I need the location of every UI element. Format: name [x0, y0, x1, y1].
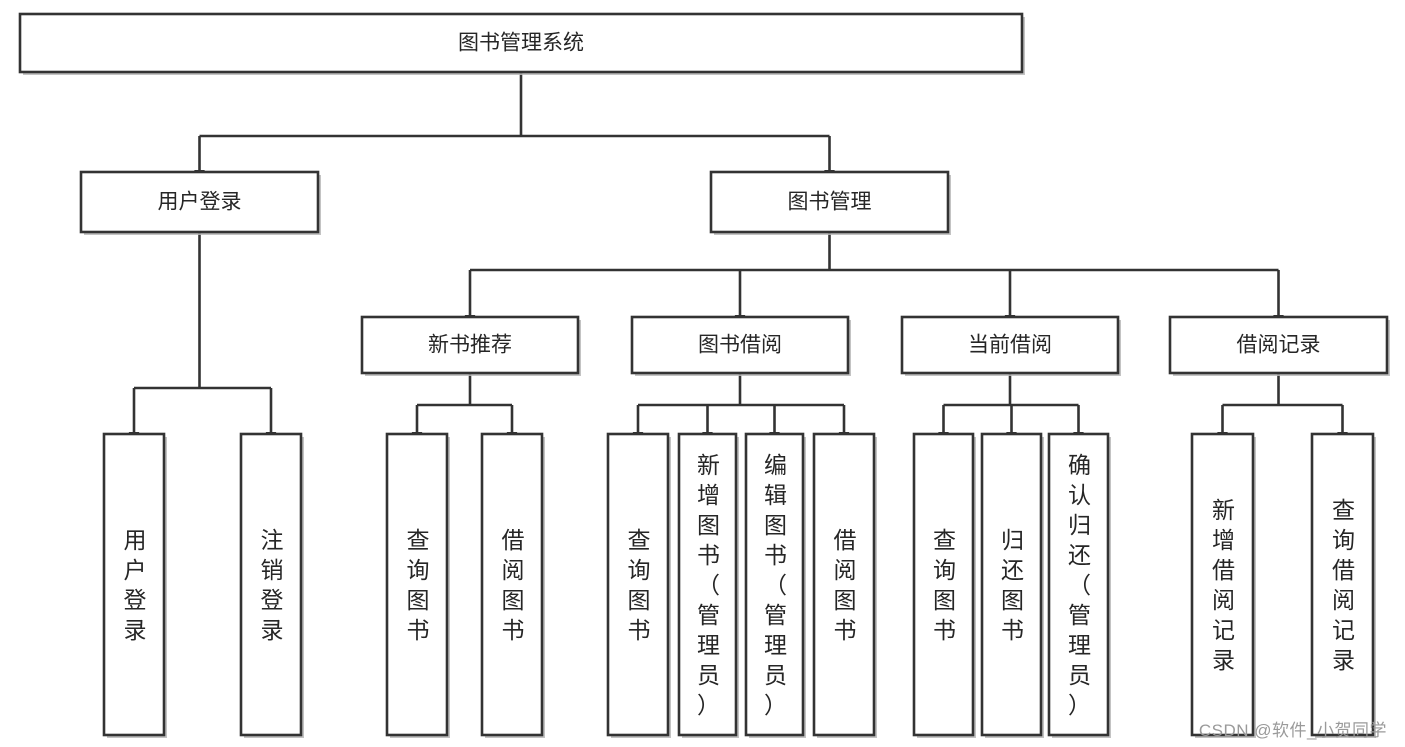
node-leaf_login_1[interactable]: 注销登录	[239, 432, 304, 738]
node-label: 查询图书	[407, 527, 430, 643]
node-box[interactable]	[1190, 432, 1255, 737]
node-box[interactable]	[812, 432, 876, 737]
connector-group-l2_0	[134, 232, 271, 433]
node-box[interactable]	[744, 432, 805, 737]
connector-group-root	[200, 72, 830, 171]
connector-group-l3_0	[417, 373, 512, 433]
node-box[interactable]	[79, 170, 320, 234]
node-box[interactable]	[677, 432, 738, 737]
node-l3_0[interactable]: 新书推荐	[360, 315, 581, 376]
node-label: 新增图书（管理员）	[697, 452, 720, 718]
node-leaf_current_2[interactable]: 确认归还（管理员）	[1047, 432, 1111, 738]
node-box[interactable]	[1047, 432, 1110, 737]
node-l3_3[interactable]: 借阅记录	[1168, 315, 1390, 376]
node-label: 用户登录	[158, 191, 242, 214]
node-leaf_borrow_0[interactable]: 查询图书	[606, 432, 671, 738]
node-leaf_current_0[interactable]: 查询图书	[912, 432, 976, 738]
node-box[interactable]	[480, 432, 544, 737]
connector-group-l3_3	[1223, 373, 1343, 433]
node-label: 编辑图书（管理员）	[764, 452, 787, 718]
node-leaf_new_1[interactable]: 借阅图书	[480, 432, 545, 738]
node-label: 新书推荐	[428, 334, 512, 357]
node-label: 图书管理系统	[458, 32, 584, 55]
node-layer: 图书管理系统用户登录图书管理新书推荐图书借阅当前借阅借阅记录用户登录注销登录查询…	[18, 12, 1390, 738]
node-leaf_record_0[interactable]: 新增借阅记录	[1190, 432, 1256, 738]
node-label: 归还图书	[1001, 527, 1024, 643]
node-box[interactable]	[1168, 315, 1389, 375]
node-box[interactable]	[709, 170, 950, 234]
node-root[interactable]: 图书管理系统	[18, 12, 1025, 75]
node-label: 图书借阅	[698, 334, 782, 357]
node-l3_1[interactable]: 图书借阅	[630, 315, 851, 376]
node-label: 确认归还（管理员）	[1068, 452, 1091, 718]
node-leaf_borrow_1[interactable]: 新增图书（管理员）	[677, 432, 739, 738]
node-label: 借阅图书	[502, 527, 525, 643]
connector-layer	[134, 72, 1343, 433]
node-label: 图书管理	[788, 191, 872, 214]
node-leaf_current_1[interactable]: 归还图书	[980, 432, 1044, 738]
node-box[interactable]	[385, 432, 449, 737]
connector-group-l3_2	[944, 373, 1079, 433]
node-box[interactable]	[912, 432, 975, 737]
node-l3_2[interactable]: 当前借阅	[900, 315, 1121, 376]
node-box[interactable]	[102, 432, 166, 737]
node-label: 查询图书	[933, 527, 956, 643]
node-leaf_record_1[interactable]: 查询借阅记录	[1310, 432, 1376, 738]
connector-group-l2_1	[470, 232, 1279, 316]
connector-group-l3_1	[638, 373, 844, 433]
node-label: 新增借阅记录	[1212, 497, 1235, 673]
node-label: 查询图书	[628, 527, 651, 643]
node-label: 查询借阅记录	[1332, 497, 1355, 673]
csdn-watermark: CSDN @软件_小贺同学	[1198, 721, 1387, 740]
node-box[interactable]	[1310, 432, 1375, 737]
node-label: 借阅图书	[834, 527, 857, 643]
node-leaf_borrow_2[interactable]: 编辑图书（管理员）	[744, 432, 806, 738]
node-box[interactable]	[360, 315, 580, 375]
node-box[interactable]	[980, 432, 1043, 737]
node-label: 当前借阅	[968, 334, 1052, 357]
node-box[interactable]	[606, 432, 670, 737]
node-l2_0[interactable]: 用户登录	[79, 170, 321, 235]
node-box[interactable]	[18, 12, 1024, 74]
node-box[interactable]	[239, 432, 303, 737]
node-label: 注销登录	[261, 527, 284, 643]
node-box[interactable]	[900, 315, 1120, 375]
node-box[interactable]	[630, 315, 850, 375]
node-l2_1[interactable]: 图书管理	[709, 170, 951, 235]
node-label: 用户登录	[124, 527, 147, 643]
node-leaf_borrow_3[interactable]: 借阅图书	[812, 432, 877, 738]
node-leaf_login_0[interactable]: 用户登录	[102, 432, 167, 738]
node-label: 借阅记录	[1237, 334, 1321, 357]
node-leaf_new_0[interactable]: 查询图书	[385, 432, 450, 738]
